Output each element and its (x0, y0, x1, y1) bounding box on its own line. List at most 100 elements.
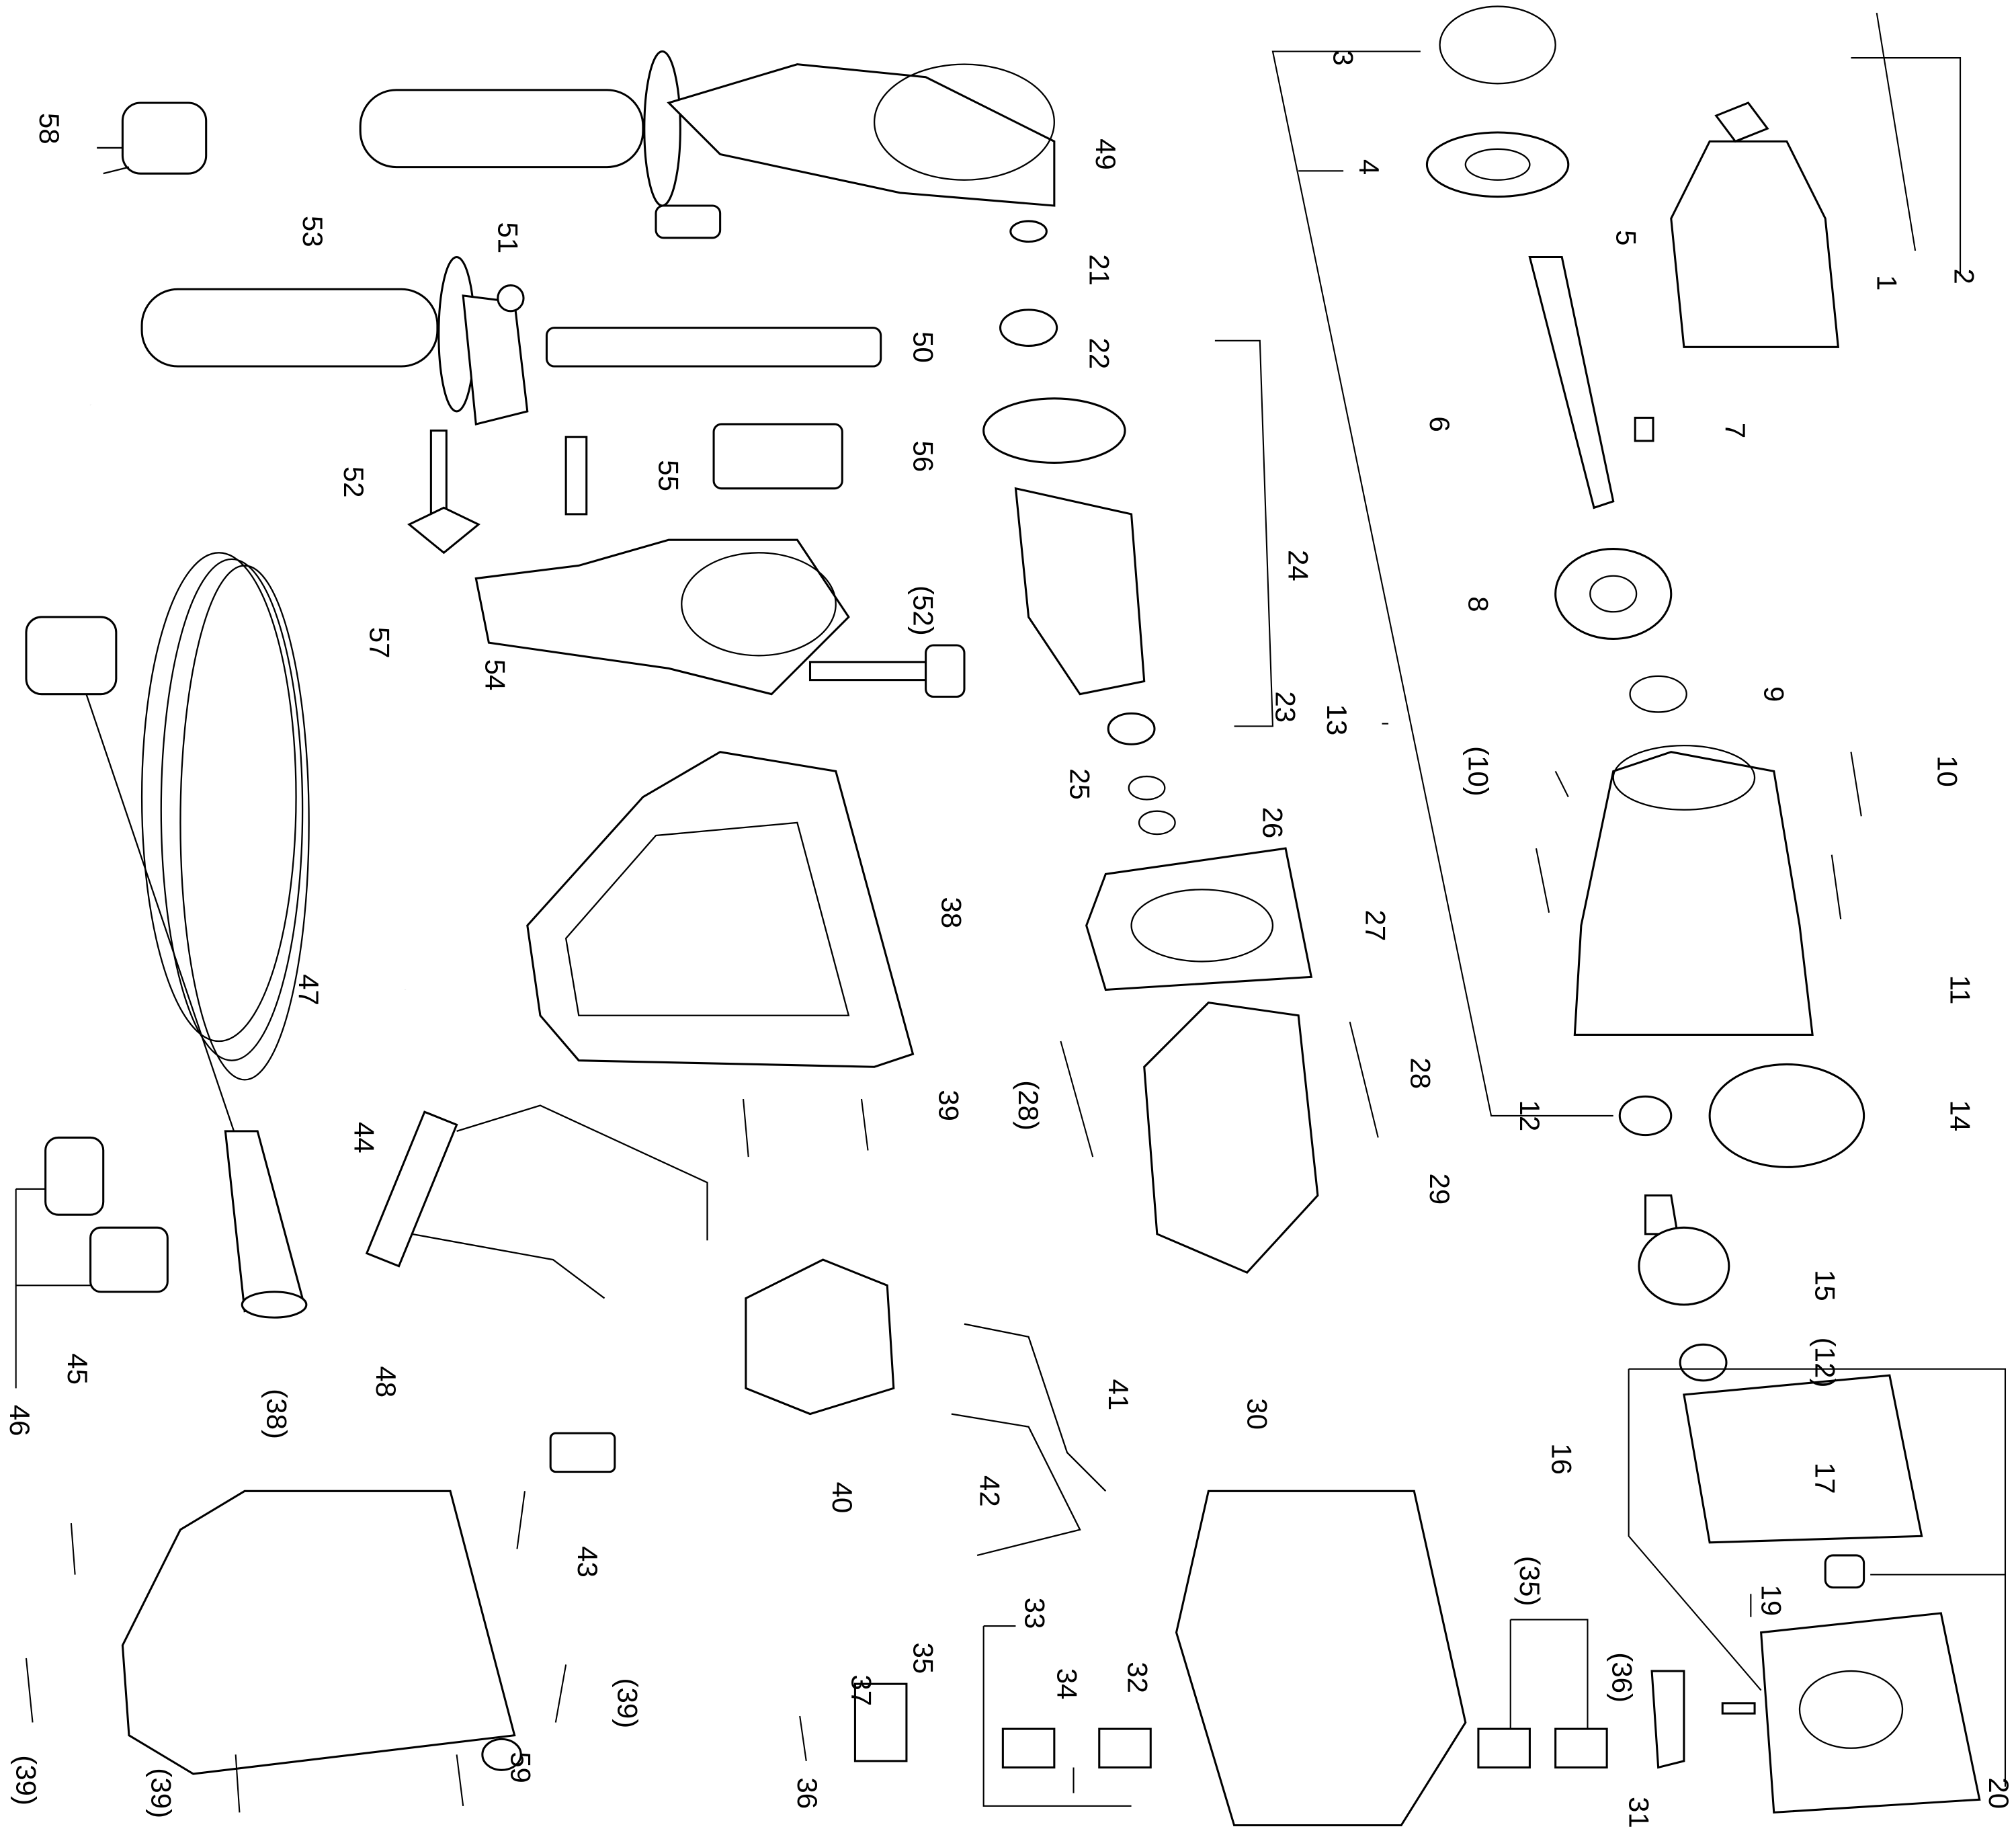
callout-ref39ref: (39) (145, 1768, 177, 1818)
plug-adapter (97, 101, 208, 175)
callout-1: 1 (1872, 275, 1903, 290)
callout-42: 42 (974, 1475, 1006, 1507)
callout-58: 58 (34, 113, 65, 145)
circlip-3 (1439, 5, 1556, 85)
callout-48: 48 (370, 1366, 402, 1397)
callout-13: 13 (1321, 704, 1353, 736)
wire-42 (951, 1413, 1081, 1557)
spindle-6 (1528, 255, 1615, 510)
callout-43: 43 (572, 1546, 603, 1578)
callout-30: 30 (1241, 1398, 1273, 1430)
callout-15: 15 (1810, 1270, 1841, 1301)
key-7 (1634, 416, 1654, 442)
handle-housing-right (526, 751, 915, 1068)
cap-59 (481, 1738, 522, 1771)
bearing-16 (1679, 1343, 1728, 1382)
parts-drawings (15, 5, 2007, 1827)
callout-41: 41 (1103, 1379, 1134, 1410)
washer-4 (1425, 131, 1570, 198)
callout-6: 6 (1424, 416, 1456, 432)
callout-23: 23 (1270, 691, 1302, 723)
callout-16: 16 (1546, 1443, 1578, 1475)
callout-10: 10 (1931, 756, 1963, 787)
callout-21: 21 (1083, 254, 1115, 286)
callout-ref10ref: (10) (1462, 746, 1494, 797)
bolt-52b (808, 661, 927, 682)
callout-9: 9 (1758, 686, 1790, 702)
callout-ref39ref: (39) (612, 1678, 643, 1728)
callout-36: 36 (792, 1777, 823, 1809)
gear-housing (1573, 751, 1814, 1036)
callout-7: 7 (1720, 423, 1751, 438)
callout-45: 45 (62, 1353, 93, 1385)
callout-ref28ref: (28) (1013, 1080, 1044, 1131)
callout-17: 17 (1810, 1463, 1841, 1494)
callout-32: 32 (1122, 1662, 1154, 1693)
callout-3: 3 (1328, 50, 1359, 65)
callout-ref36ref: (36) (1607, 1652, 1638, 1703)
callout-40: 40 (827, 1481, 858, 1513)
bearing-12 (1618, 1095, 1673, 1137)
callout-59: 59 (505, 1752, 537, 1783)
gasket-17 (1683, 1374, 1923, 1544)
callout-12: 12 (1514, 1100, 1546, 1132)
trigger-switch (745, 1258, 895, 1416)
wire-41 (964, 1323, 1107, 1492)
brush-35 (1477, 1727, 1531, 1769)
callout-25: 25 (1064, 768, 1096, 800)
power-cable (25, 552, 310, 1319)
side-handle-large (359, 50, 1056, 239)
callout-50: 50 (907, 331, 939, 363)
callout-14: 14 (1945, 1100, 1976, 1132)
brush-holder-34 (1001, 1727, 1056, 1769)
callout-33: 33 (1019, 1598, 1051, 1629)
brush-plate-37 (853, 1682, 908, 1762)
callout-47: 47 (293, 974, 325, 1006)
callout-27: 27 (1359, 909, 1391, 941)
callout-22: 22 (1083, 337, 1115, 369)
motor-housing (1175, 1490, 1467, 1827)
depth-bracket (474, 538, 850, 696)
callout-35: 35 (907, 1643, 939, 1674)
callout-54: 54 (479, 659, 511, 691)
callout-49: 49 (1090, 138, 1122, 170)
callout-ref38ref: (38) (261, 1389, 292, 1439)
clamp-lower (89, 1226, 169, 1293)
knob-52b (925, 644, 966, 698)
callout-52: 52 (338, 466, 370, 498)
rod-50 (545, 327, 882, 368)
bearing-8 (1554, 548, 1673, 640)
callout-34: 34 (1051, 1668, 1083, 1700)
circlip-9 (1629, 675, 1687, 713)
callout-ref52ref: (52) (907, 585, 939, 636)
electronic-module (365, 1104, 708, 1299)
bushing (1824, 1554, 1865, 1589)
drill-chuck (1670, 12, 1917, 348)
clamp-upper (44, 1136, 105, 1216)
armature (982, 220, 1176, 836)
gear-cover-20 (1760, 1612, 1981, 1814)
callout-20: 20 (1983, 1777, 2015, 1809)
callout-39: 39 (933, 1090, 965, 1121)
field-coil (1143, 1002, 1319, 1274)
callout-51: 51 (493, 222, 524, 253)
callout-11: 11 (1945, 975, 1976, 1005)
callout-31: 31 (1623, 1797, 1654, 1828)
cap-31 (1650, 1670, 1685, 1769)
bracket-13 (1271, 50, 1613, 1116)
callout-37: 37 (845, 1674, 877, 1706)
baffle-27 (1085, 847, 1313, 991)
holder-35 (1554, 1727, 1608, 1769)
capacitor-43 (549, 1432, 616, 1473)
callout-5: 5 (1610, 230, 1642, 245)
callout-53: 53 (297, 216, 329, 247)
callout-26: 26 (1257, 807, 1288, 839)
sleeve-56 (712, 423, 843, 490)
callout-ref39ref: (39) (10, 1755, 42, 1805)
brush-32 (1098, 1727, 1152, 1769)
wing-knob (407, 506, 480, 555)
callout-57: 57 (364, 627, 395, 659)
